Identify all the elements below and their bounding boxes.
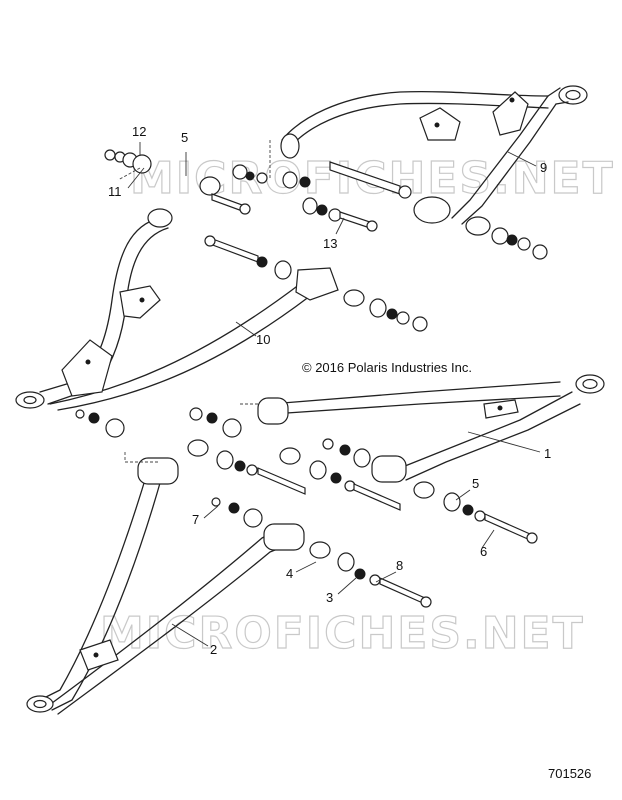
hardware-upper-right (302, 161, 548, 260)
hardware-middle-left (204, 235, 428, 332)
hardware-upper-left (104, 149, 311, 215)
a-arm-part-9 (280, 85, 588, 225)
callout-12: 12 (132, 124, 146, 139)
callout-9: 9 (540, 160, 547, 175)
callout-4: 4 (286, 566, 293, 581)
callout-11: 11 (108, 184, 122, 199)
callout-10: 10 (256, 332, 270, 347)
copyright-text: © 2016 Polaris Industries Inc. (302, 360, 472, 375)
hardware-lower (75, 407, 538, 608)
a-arm-part-10 (15, 208, 339, 411)
callout-6: 6 (480, 544, 487, 559)
watermark-bottom: MICROFICHES.NET (100, 608, 585, 659)
callout-5-lower: 5 (472, 476, 479, 491)
a-arm-part-1 (257, 374, 605, 483)
callout-1: 1 (544, 446, 551, 461)
callout-8: 8 (396, 558, 403, 573)
callouts: 1 2 3 4 5 5 6 7 8 9 10 11 12 13 (108, 124, 551, 657)
callout-2: 2 (210, 642, 217, 657)
a-arm-part-2 (26, 457, 305, 715)
leader-lines (127, 142, 541, 647)
callout-3: 3 (326, 590, 333, 605)
callout-13: 13 (323, 236, 337, 251)
diagram-number: 701526 (548, 766, 591, 781)
callout-5-upper: 5 (181, 130, 188, 145)
callout-7: 7 (192, 512, 199, 527)
centerlines (117, 140, 271, 463)
